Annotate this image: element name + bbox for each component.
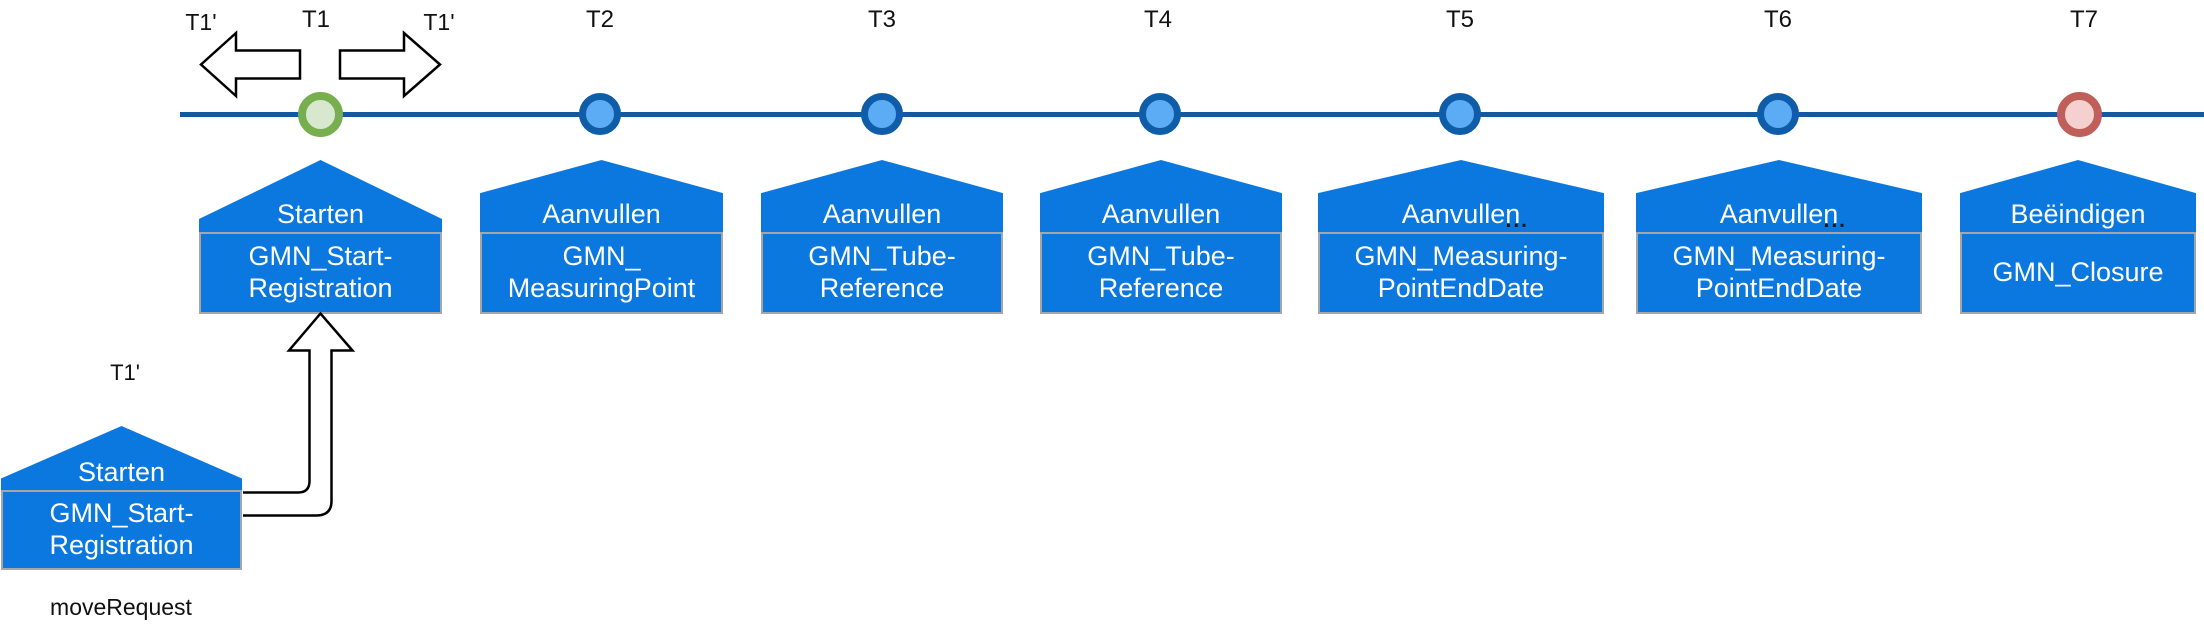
transaction-name-line2: Reference <box>819 273 945 303</box>
phase-card-t4: Aanvullen GMN_Tube- Reference <box>1040 160 1282 314</box>
phase-action-label: Aanvullen <box>542 199 661 229</box>
phase-card-t2: Aanvullen GMN_ MeasuringPoint <box>480 160 723 314</box>
timeline-node-t7-end <box>2057 92 2102 137</box>
move-left-arrow-icon <box>199 30 302 99</box>
phase-card-t7: Beëindigen GMN_Closure <box>1960 160 2196 314</box>
marker-label-t1: T1 <box>301 6 330 33</box>
transaction-name-line2: PointEndDate <box>1377 273 1545 303</box>
timeline-line <box>180 112 2204 117</box>
detached-house-label: T1' <box>110 360 140 385</box>
transaction-name-line1: GMN_Tube- <box>1087 241 1235 272</box>
transaction-name-line2: Registration <box>49 530 194 560</box>
marker-label-t4: T4 <box>1143 6 1172 33</box>
phase-roof: Beëindigen <box>1960 160 2196 232</box>
transaction-name-line1: GMN_Closure <box>1992 257 2164 288</box>
phase-roof: Starten <box>1 426 242 490</box>
transaction-box: GMN_Tube- Reference <box>1040 232 1282 314</box>
marker-label-t3: T3 <box>867 6 896 33</box>
phase-roof: Starten <box>199 160 442 232</box>
phase-action-label: Aanvullen <box>1719 199 1839 229</box>
timeline-node-t6 <box>1757 93 1799 135</box>
phase-action-label: Beëindigen <box>2010 199 2146 229</box>
phase-action-label: Aanvullen <box>1101 199 1221 229</box>
transaction-name-line2: MeasuringPoint <box>507 273 696 303</box>
transaction-box: GMN_Closure <box>1960 232 2196 314</box>
move-request-elbow-arrow-icon <box>243 311 356 517</box>
transaction-box: GMN_Tube- Reference <box>761 232 1003 314</box>
transaction-box: GMN_Start- Registration <box>199 232 442 314</box>
phase-action-label: Aanvullen <box>822 199 942 229</box>
phase-action-label: Aanvullen <box>1401 199 1521 229</box>
phase-action-label: Starten <box>77 457 166 487</box>
phase-roof: Aanvullen <box>480 160 723 232</box>
transaction-name-line1: GMN_Tube- <box>808 241 956 272</box>
transaction-name-line1: GMN_Start- <box>49 498 194 529</box>
transaction-box: GMN_Measuring- PointEndDate <box>1318 232 1604 314</box>
transaction-name-line2: Reference <box>1098 273 1224 303</box>
move-right-label: T1' <box>423 9 455 35</box>
marker-label-t5: T5 <box>1445 6 1474 33</box>
transaction-name-line1: GMN_Measuring- <box>1672 241 1886 272</box>
move-left-label: T1' <box>185 9 217 35</box>
detached-phase-card: Starten GMN_Start- Registration <box>1 426 242 570</box>
phase-roof: Aanvullen ... <box>1318 160 1604 232</box>
more-transactions-ellipsis: ... <box>1823 209 1847 232</box>
timeline-node-t5 <box>1439 93 1481 135</box>
transaction-name-line1: GMN_Start- <box>248 241 393 272</box>
timeline-node-t4 <box>1139 93 1181 135</box>
timeline-node-t1-start <box>298 92 343 137</box>
move-right-arrow-icon <box>338 30 442 99</box>
transaction-name-line1: GMN_Measuring- <box>1354 241 1568 272</box>
phase-card-t5: Aanvullen ... GMN_Measuring- PointEndDat… <box>1318 160 1604 314</box>
phase-card-t1: Starten GMN_Start- Registration <box>199 160 442 314</box>
phase-card-t6: Aanvullen ... GMN_Measuring- PointEndDat… <box>1636 160 1922 314</box>
marker-label-t7: T7 <box>2069 6 2098 33</box>
phase-roof: Aanvullen ... <box>1636 160 1922 232</box>
transaction-box: GMN_Start- Registration <box>1 490 242 570</box>
more-transactions-ellipsis: ... <box>1505 209 1529 232</box>
timeline-node-t3 <box>861 93 903 135</box>
phase-action-label: Starten <box>276 199 365 229</box>
marker-label-t6: T6 <box>1763 6 1792 33</box>
transaction-box: GMN_ MeasuringPoint <box>480 232 723 314</box>
phase-card-t3: Aanvullen GMN_Tube- Reference <box>761 160 1003 314</box>
transaction-box: GMN_Measuring- PointEndDate <box>1636 232 1922 314</box>
timeline-node-t2 <box>579 93 621 135</box>
marker-label-t2: T2 <box>585 6 614 33</box>
transaction-name-line2: PointEndDate <box>1695 273 1863 303</box>
phase-roof: Aanvullen <box>761 160 1003 232</box>
transaction-name-line1: GMN_ <box>562 241 641 272</box>
transaction-name-line2: Registration <box>248 273 393 303</box>
move-request-label: moveRequest <box>50 594 192 620</box>
phase-roof: Aanvullen <box>1040 160 1282 232</box>
